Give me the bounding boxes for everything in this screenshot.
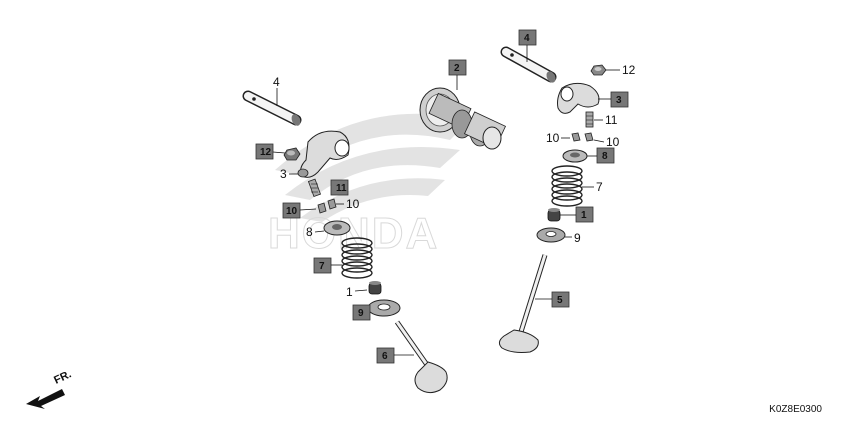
callout-3-right: 3 <box>616 95 622 106</box>
callout-5: 5 <box>557 295 563 306</box>
callout-box-11-left <box>330 179 349 196</box>
callout-10-right-a: 10 <box>546 131 560 145</box>
callout-9-right: 9 <box>574 231 581 245</box>
valve-cotters-right <box>571 132 594 142</box>
callout-3-left: 3 <box>280 167 287 181</box>
callout-8-right: 8 <box>602 151 608 162</box>
valve-spring-right <box>551 165 583 207</box>
callout-1-left: 1 <box>346 285 353 299</box>
callout-10-left-boxed: 10 <box>286 206 298 217</box>
callout-box-9-left <box>352 304 371 321</box>
callout-box-10-left <box>282 202 301 219</box>
callout-9-left: 9 <box>358 308 364 319</box>
callout-box-5 <box>551 291 570 308</box>
callout-7-left: 7 <box>319 261 325 272</box>
camshaft <box>419 87 507 150</box>
callout-box-4-right <box>518 29 537 46</box>
callout-4-right: 4 <box>524 33 530 44</box>
honda-wing-logo-watermark <box>275 113 470 222</box>
callout-12-right: 12 <box>622 63 636 77</box>
callout-box-6 <box>376 347 395 364</box>
callout-2: 2 <box>454 63 460 74</box>
callout-box-8-right <box>596 147 615 164</box>
callout-1-right: 1 <box>581 210 587 221</box>
valve-left <box>394 320 448 394</box>
adjusting-screw-right <box>585 111 594 128</box>
callout-11-right: 11 <box>605 113 618 127</box>
callout-10-right-b: 10 <box>606 135 620 149</box>
valve-cotters-left <box>317 198 337 214</box>
callout-4-left: 4 <box>273 75 280 89</box>
lock-nut-left <box>283 147 301 161</box>
callout-box-2 <box>448 59 467 76</box>
callout-box-3-right <box>610 91 629 108</box>
callout-10-left-plain: 10 <box>346 197 360 211</box>
callout-11-left: 11 <box>336 183 347 194</box>
rocker-arm-right <box>557 82 600 114</box>
callout-box-1-right <box>575 206 594 223</box>
rocker-arm-left <box>297 130 350 178</box>
valve-right <box>498 254 548 353</box>
callout-7-right: 7 <box>596 180 603 194</box>
figure-code: K0Z8E0300 <box>769 404 822 415</box>
stem-seal-left <box>368 281 382 295</box>
spring-retainer-right <box>562 149 588 163</box>
spring-seat-left <box>367 299 401 317</box>
rocker-shaft-left <box>242 90 302 126</box>
callout-6: 6 <box>382 351 388 362</box>
callout-8-left: 8 <box>306 225 313 239</box>
callout-box-7-left <box>313 257 332 274</box>
rocker-shaft-right <box>500 46 557 83</box>
callout-box-12-left <box>255 143 274 160</box>
valve-spring-left <box>341 237 373 279</box>
lock-nut-right <box>590 64 607 76</box>
front-direction-label: FR. <box>52 368 73 386</box>
spring-seat-right <box>536 227 566 243</box>
spring-retainer-left <box>323 220 351 236</box>
callout-12-left: 12 <box>260 147 272 158</box>
adjusting-screw-left <box>307 178 322 198</box>
front-direction-arrow: FR. <box>26 368 73 409</box>
honda-watermark: HONDA <box>268 113 470 259</box>
stem-seal-right <box>547 208 561 222</box>
